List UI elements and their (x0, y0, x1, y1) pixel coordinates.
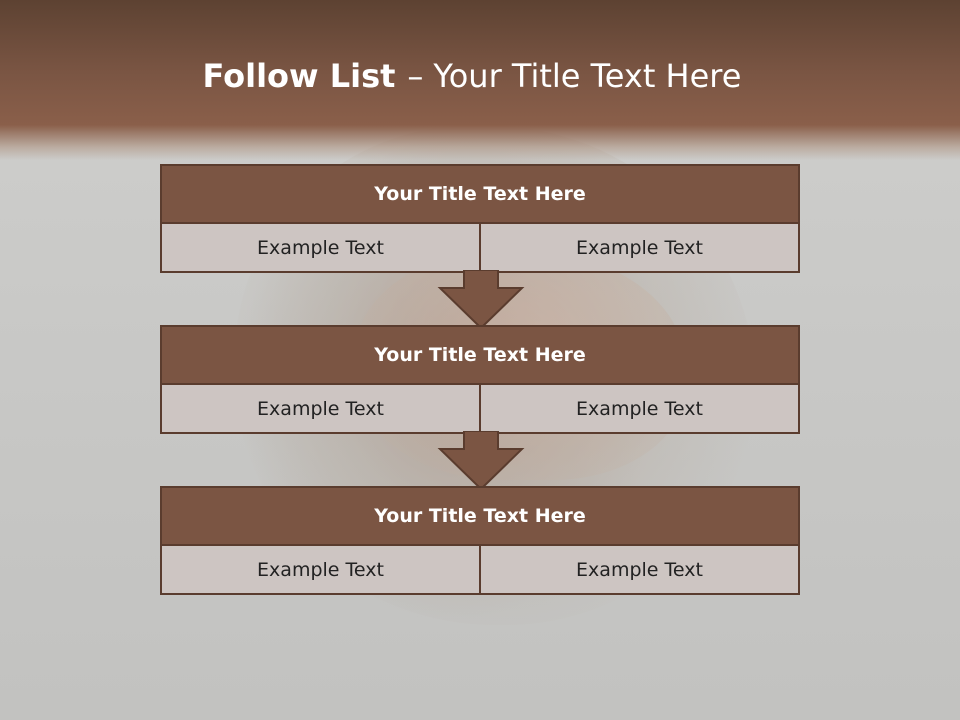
block-cell-right: Example Text (479, 385, 798, 432)
block-row: Example Text Example Text (162, 385, 798, 432)
slide-title: Follow List–Your Title Text Here (0, 56, 944, 96)
block-title: Your Title Text Here (162, 488, 798, 546)
down-arrow-icon (437, 431, 525, 491)
block-cell-right: Example Text (479, 546, 798, 593)
list-block-3: Your Title Text Here Example Text Exampl… (160, 486, 800, 595)
header-band (0, 0, 960, 160)
block-cell-left: Example Text (162, 546, 479, 593)
block-row: Example Text Example Text (162, 546, 798, 593)
block-cell-left: Example Text (162, 385, 479, 432)
list-block-2: Your Title Text Here Example Text Exampl… (160, 325, 800, 434)
title-bold-part: Follow List (202, 57, 396, 95)
block-title: Your Title Text Here (162, 327, 798, 385)
block-cell-left: Example Text (162, 224, 479, 271)
title-rest-part: Your Title Text Here (433, 57, 742, 95)
block-row: Example Text Example Text (162, 224, 798, 271)
block-title: Your Title Text Here (162, 166, 798, 224)
block-cell-right: Example Text (479, 224, 798, 271)
list-block-1: Your Title Text Here Example Text Exampl… (160, 164, 800, 273)
title-dash: – (407, 57, 424, 95)
down-arrow-icon (437, 270, 525, 330)
